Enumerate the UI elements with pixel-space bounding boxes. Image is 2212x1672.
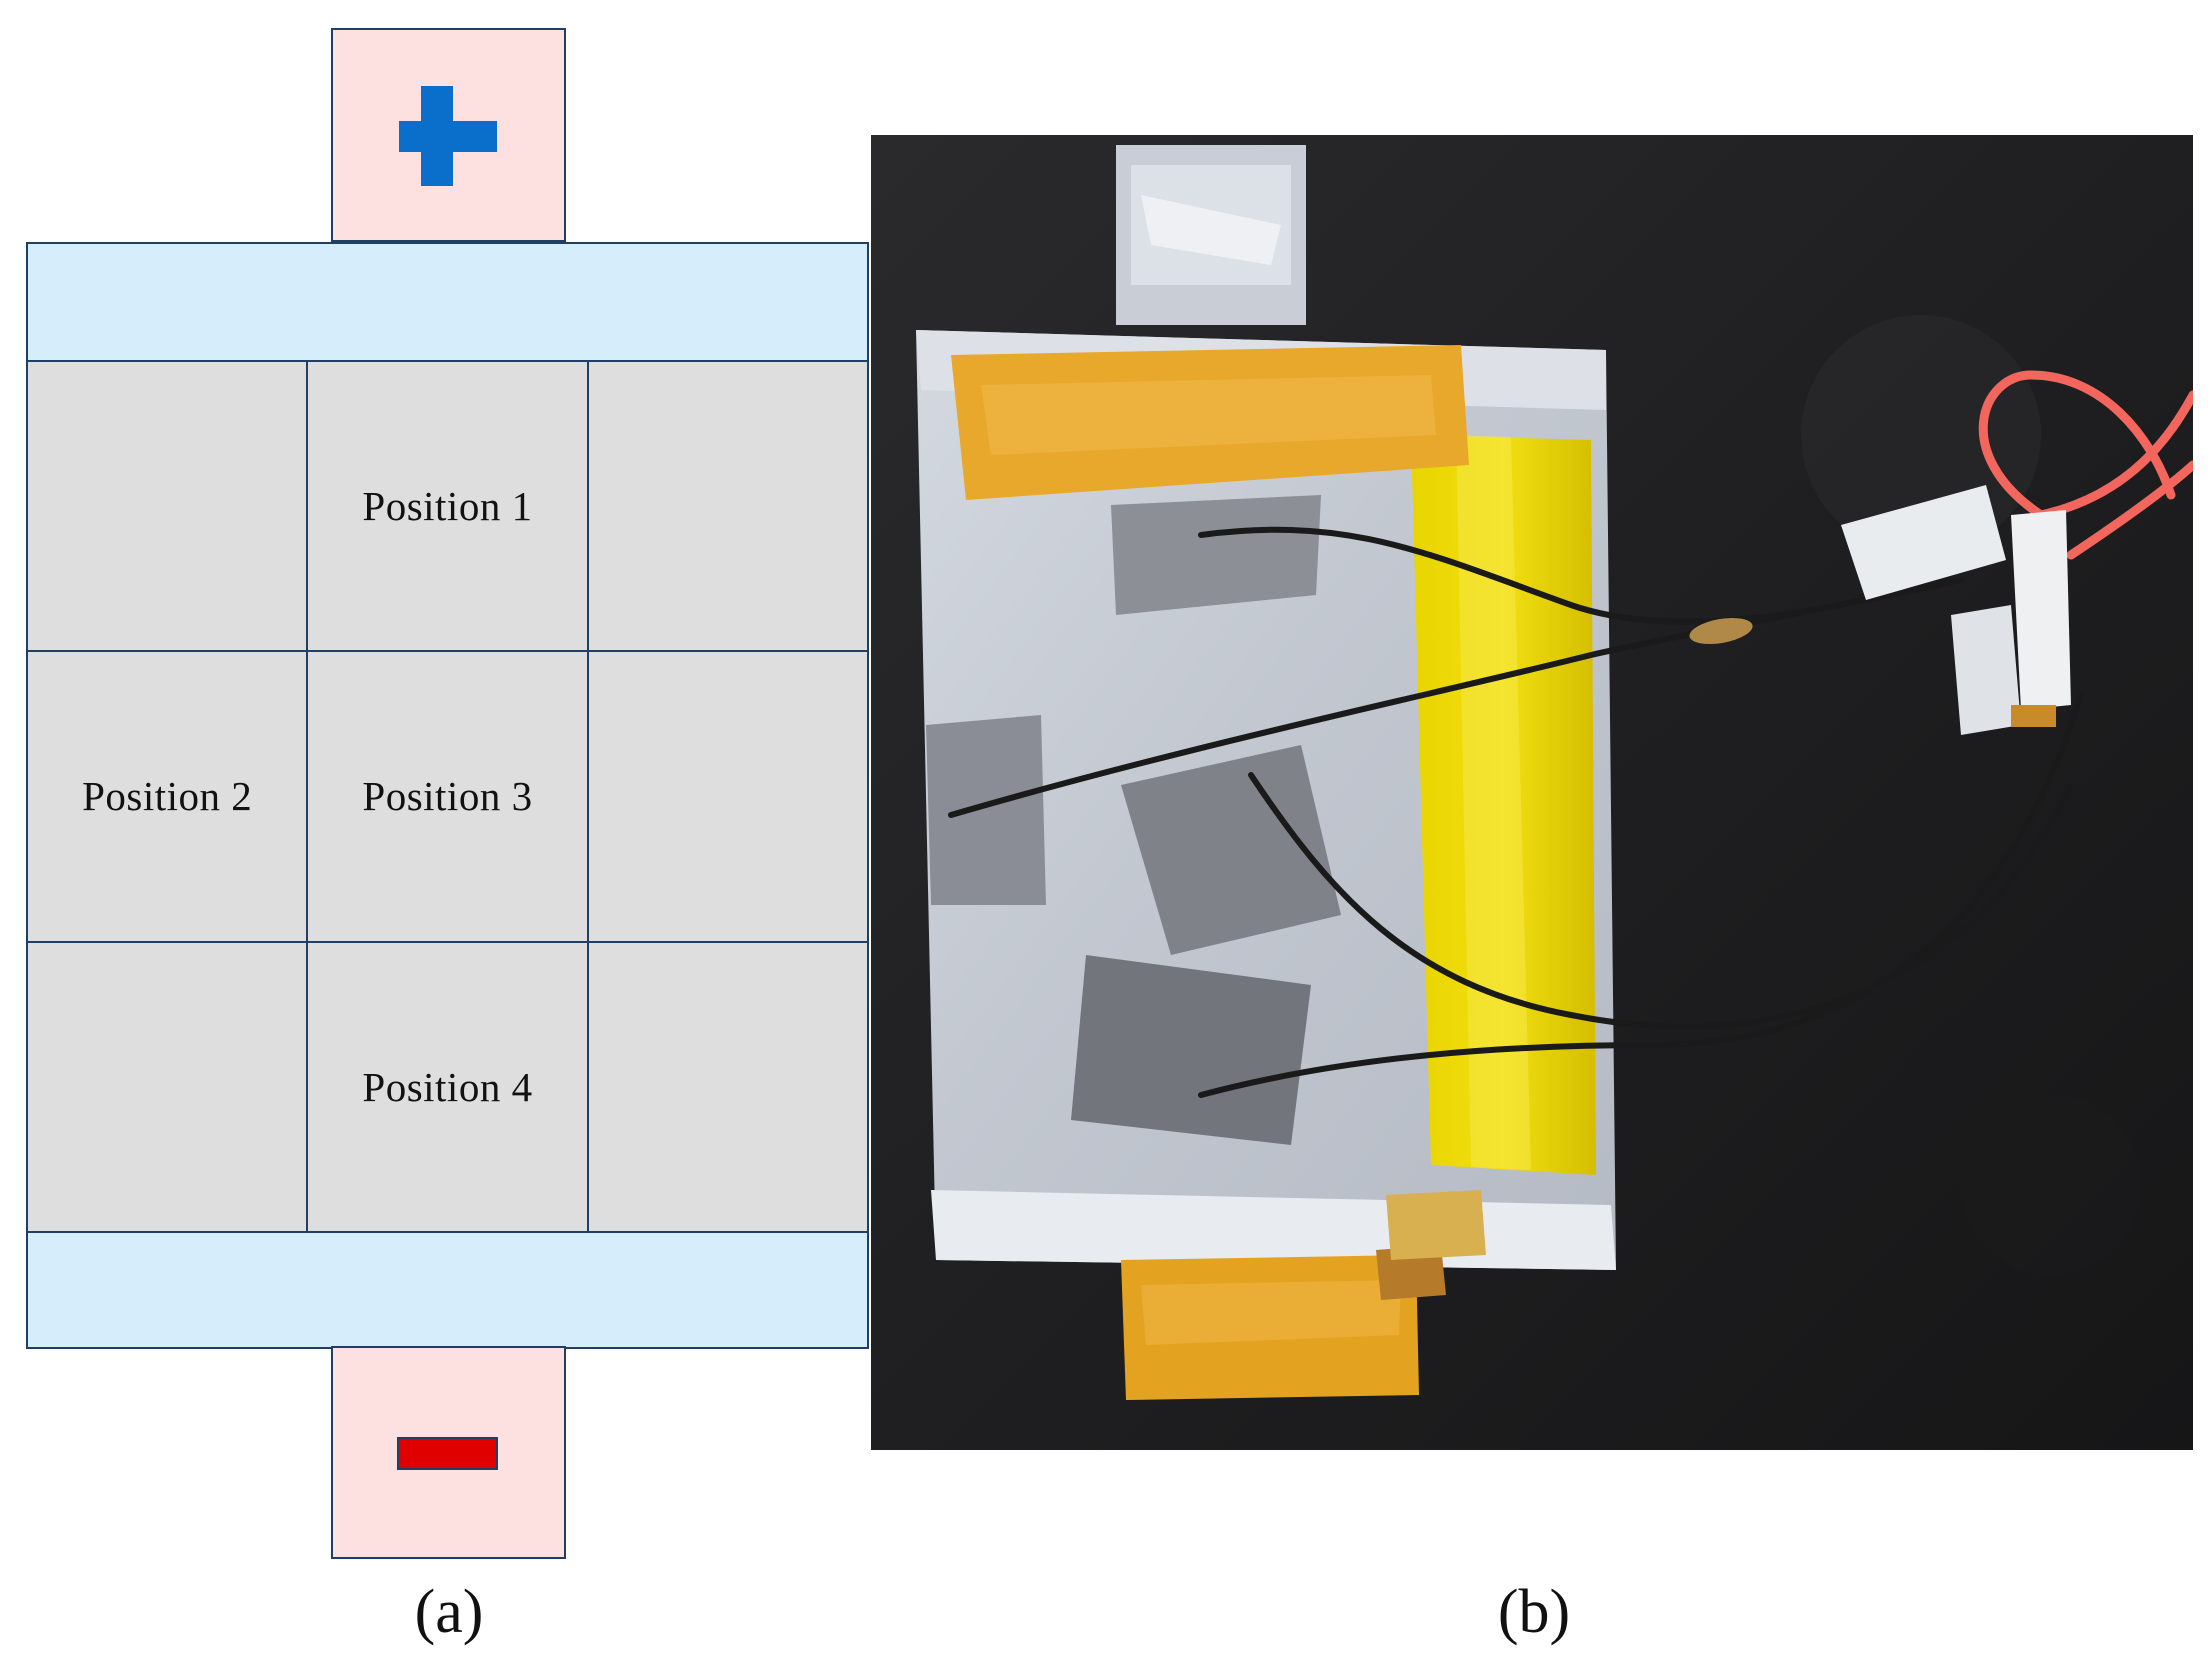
grid-cell-2: Position 1	[308, 362, 587, 651]
connector-plug-1	[1841, 485, 2006, 600]
panel-a-label: (a)	[414, 1578, 484, 1646]
thermocouple-wires	[948, 526, 2084, 1098]
grid-cell-8: Position 4	[308, 942, 587, 1231]
aluminum-tape-1	[1111, 495, 1321, 615]
grid-cell-5: Position 3	[308, 652, 587, 941]
top-current-collector	[26, 242, 869, 362]
cell-grid: Position 1 Position 2 Position 3 Positio…	[26, 360, 869, 1233]
red-wire	[1978, 370, 2193, 560]
connector-plug-3	[1951, 605, 2021, 735]
grid-cell-1	[28, 362, 307, 651]
grid-cell-9	[588, 942, 867, 1231]
grid-cell-3	[588, 362, 867, 651]
aluminum-tape-4	[1071, 955, 1311, 1145]
minus-icon	[397, 1437, 498, 1470]
grid-cell-7	[28, 942, 307, 1231]
plus-icon-bar	[399, 121, 497, 152]
panel-b-label: (b)	[1497, 1578, 1571, 1646]
pouch-cell-photo	[871, 135, 2193, 1450]
grid-cell-6	[588, 652, 867, 941]
bottom-current-collector	[26, 1231, 869, 1349]
aluminum-tape-2	[926, 715, 1046, 905]
grid-cell-4: Position 2	[28, 652, 307, 941]
connector-plug-2	[2011, 510, 2071, 710]
aluminum-tape-3	[1121, 745, 1341, 955]
